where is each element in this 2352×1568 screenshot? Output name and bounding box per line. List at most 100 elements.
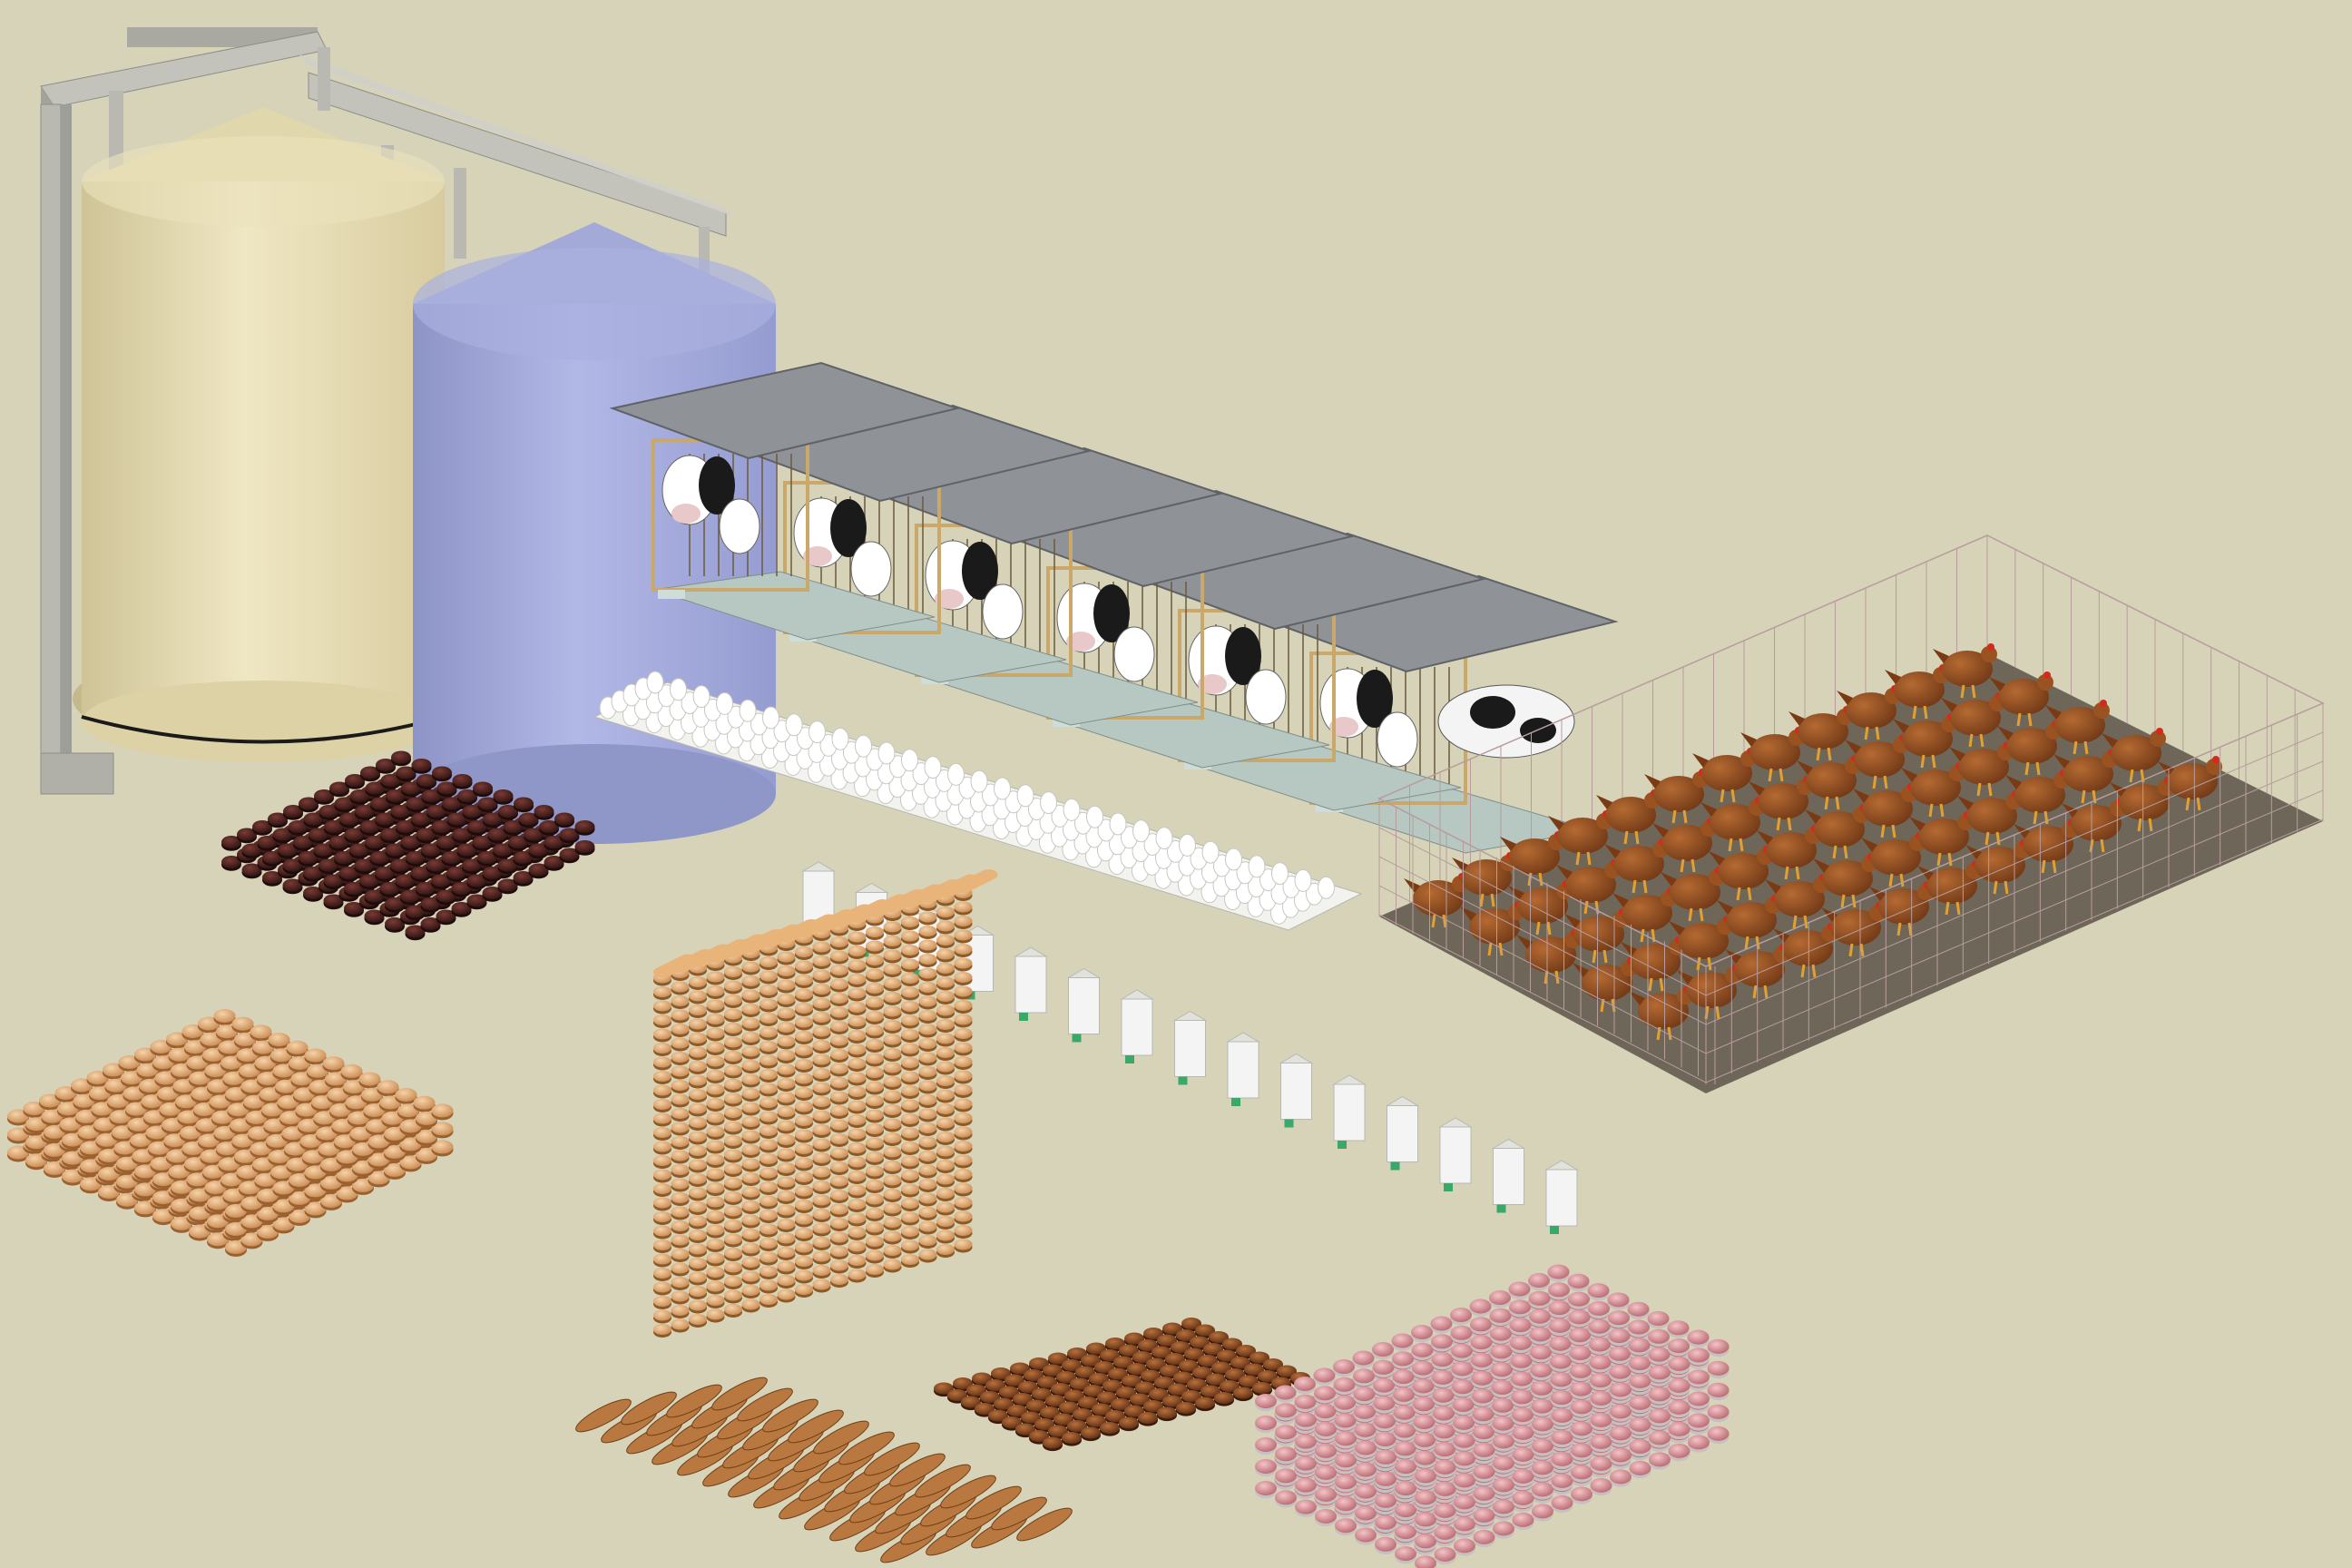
biscuit [777, 1022, 796, 1033]
egg [785, 713, 803, 737]
hen-tail [1460, 906, 1476, 921]
biscuit [866, 940, 884, 952]
hen-tail [1837, 691, 1853, 705]
stall [609, 361, 961, 641]
item [1707, 1360, 1730, 1376]
item [1333, 1359, 1355, 1374]
carton-body [1121, 998, 1153, 1056]
hen-body [1870, 839, 1921, 876]
biscuit [812, 1250, 831, 1262]
hen-leg [1479, 893, 1485, 907]
hen-tail [1612, 893, 1629, 907]
biscuit [901, 1226, 919, 1237]
biscuit [706, 1295, 725, 1306]
hen-body [1622, 895, 1672, 931]
item [436, 836, 456, 848]
biscuit [848, 1015, 867, 1027]
hen-leg [1955, 901, 1961, 916]
item [1508, 1281, 1531, 1297]
hen-leg [1715, 1005, 1720, 1020]
item [1412, 1378, 1435, 1394]
biscuit [830, 993, 848, 1004]
hen-leg [1538, 872, 1544, 887]
biscuit [848, 1212, 867, 1224]
chocolate-cakes-stack [221, 750, 595, 941]
item [1547, 1264, 1570, 1279]
hen-tail [1621, 942, 1637, 956]
egg [970, 769, 988, 793]
biscuit [706, 1267, 725, 1278]
item [1454, 1494, 1475, 1510]
biscuit [848, 1072, 867, 1083]
hen-leg [1987, 782, 1993, 797]
biscuit [671, 1052, 690, 1063]
carton-top [1120, 989, 1154, 1000]
item [559, 848, 580, 861]
biscuit [653, 1155, 671, 1166]
item [1275, 1403, 1297, 1418]
biscuit [866, 1081, 884, 1093]
biscuit [795, 1157, 813, 1169]
item [1629, 1395, 1651, 1410]
hen-body [1469, 908, 1520, 945]
item [303, 812, 324, 826]
item [318, 858, 338, 872]
hen-tail [1692, 753, 1709, 768]
item [318, 805, 339, 818]
hen-tail [1813, 858, 1829, 873]
hen-leg [1851, 894, 1857, 908]
hen-leg [1707, 956, 1712, 971]
egg [1109, 812, 1127, 836]
hen-body [1573, 916, 1624, 952]
item [1551, 1429, 1573, 1445]
milk-carton [1226, 1032, 1260, 1106]
item [493, 843, 513, 857]
biscuit [760, 1111, 778, 1122]
biscuit [689, 1243, 707, 1255]
item [1528, 1273, 1550, 1288]
hen-tail [2110, 782, 2126, 797]
hen-leg [1912, 705, 1917, 720]
biscuit [954, 1028, 973, 1039]
biscuit [954, 929, 973, 941]
biscuit [830, 1077, 848, 1088]
hen-body [1565, 867, 1616, 903]
item [1176, 1402, 1196, 1414]
item [241, 843, 262, 857]
biscuit [724, 1289, 742, 1301]
hen-tail [1941, 698, 1957, 712]
item [1571, 1443, 1592, 1458]
biscuit [901, 1043, 919, 1054]
cow-patch [1470, 696, 1515, 729]
biscuit [979, 869, 998, 880]
milk-carton [1385, 1095, 1420, 1171]
egg [1271, 862, 1289, 886]
item [446, 812, 467, 826]
item [1473, 1507, 1495, 1523]
biscuit [820, 914, 838, 926]
biscuit [785, 924, 803, 936]
hen-body [1806, 762, 1857, 799]
biscuit [812, 1152, 831, 1163]
item [1629, 1416, 1651, 1432]
hen-leg [1891, 824, 1896, 838]
biscuit [918, 1010, 937, 1021]
item [1532, 1438, 1553, 1454]
biscuit [954, 901, 973, 913]
egg [1155, 827, 1173, 850]
hen-leg [1739, 838, 1744, 852]
biscuit [936, 963, 955, 974]
item [405, 905, 426, 918]
item [360, 766, 380, 779]
cow-patch [962, 542, 998, 600]
biscuit [689, 1074, 707, 1086]
hen-tail [1652, 823, 1669, 838]
item [1471, 1352, 1493, 1367]
hen-leg [1763, 985, 1769, 999]
biscuit [954, 1070, 973, 1082]
item [421, 789, 442, 802]
biscuit [671, 1122, 690, 1133]
hen-leg [1864, 726, 1869, 740]
biscuit [795, 1241, 813, 1253]
hen-leg [2073, 740, 2078, 755]
